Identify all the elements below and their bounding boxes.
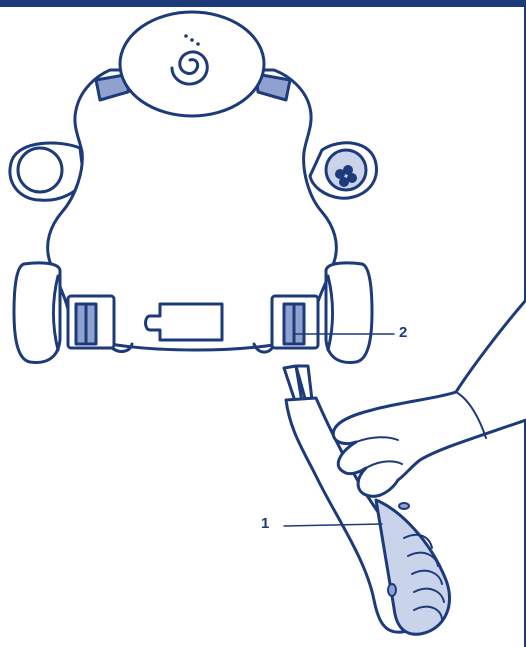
left-wheel [14,263,60,363]
callout-label-1: 1 [261,515,269,532]
right-clip-latch [272,296,318,348]
callout-label-2: 2 [399,324,407,341]
top-dome [120,12,264,116]
left-float-ring [10,143,84,200]
right-wheel [326,263,372,363]
left-clip-latch [68,296,114,348]
